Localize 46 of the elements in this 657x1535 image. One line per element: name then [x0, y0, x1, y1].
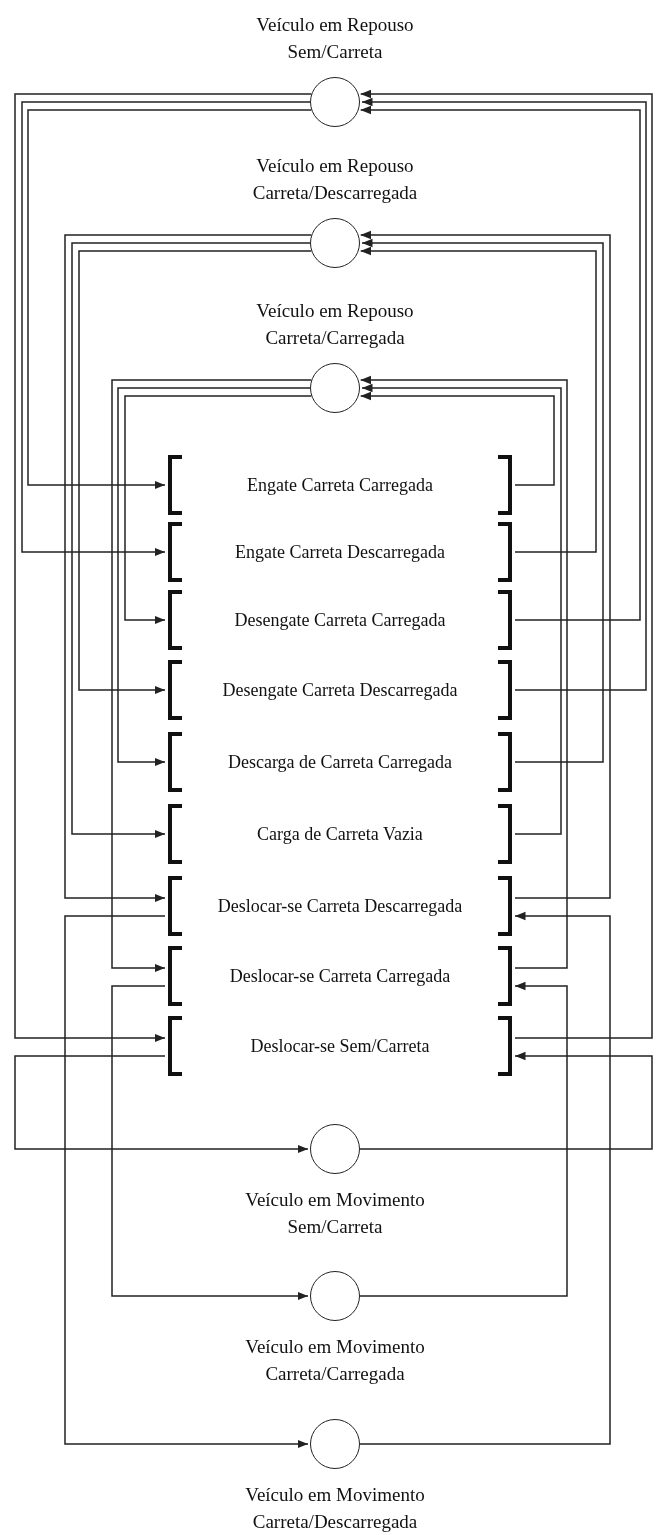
- arrow: [124, 395, 313, 625]
- arrow: [27, 109, 313, 490]
- arrow: [78, 250, 313, 695]
- place-label: Veículo em Repouso Sem/Carreta: [255, 13, 415, 64]
- arrow: [359, 391, 555, 486]
- place-label: Veículo em Movimento Carreta/Carregada: [244, 1335, 426, 1386]
- transition-label: Descarga de Carreta Carregada: [227, 751, 452, 773]
- arrow: [361, 238, 604, 763]
- transition-bracket: [168, 522, 512, 582]
- place-label: Veículo em Repouso Carreta/Descarregada: [251, 154, 419, 205]
- arrow: [359, 89, 653, 1039]
- arrow: [111, 379, 313, 973]
- transition-bracket: [168, 590, 512, 650]
- transition-bracket: [168, 1016, 512, 1076]
- place-label: Veículo em Movimento Carreta/Descarregada: [244, 1483, 426, 1534]
- arrow: [21, 101, 311, 557]
- transition-bracket: [168, 455, 512, 515]
- arrow: [14, 1055, 309, 1154]
- transition-label: Engate Carreta Descarregada: [235, 541, 445, 563]
- transition-bracket: [168, 804, 512, 864]
- arrow: [361, 97, 647, 691]
- arrow: [359, 105, 641, 621]
- transition-bracket: [168, 732, 512, 792]
- arrow: [359, 981, 568, 1297]
- transition-bracket: [168, 946, 512, 1006]
- arrow: [117, 387, 311, 767]
- transition-label: Desengate Carreta Descarregada: [222, 679, 458, 701]
- arrow: [359, 1051, 653, 1150]
- place-label: Veículo em Repouso Carreta/Carregada: [255, 299, 415, 350]
- arrow: [359, 911, 611, 1445]
- transition-bracket: [168, 660, 512, 720]
- arrow: [359, 230, 611, 899]
- transition-label: Deslocar-se Sem/Carreta: [250, 1035, 430, 1057]
- arrow: [361, 383, 562, 835]
- transition-bracket: [168, 876, 512, 936]
- arrow: [14, 93, 313, 1043]
- arrow: [359, 246, 597, 553]
- arrow: [111, 985, 309, 1301]
- transition-label: Carga de Carreta Vazia: [257, 823, 423, 845]
- transition-label: Engate Carreta Carregada: [247, 474, 433, 496]
- place-label: Veículo em Movimento Sem/Carreta: [244, 1188, 426, 1239]
- transition-label: Desengate Carreta Carregada: [234, 609, 446, 631]
- arrow: [359, 375, 568, 969]
- arrow: [64, 915, 309, 1449]
- transition-label: Deslocar-se Carreta Descarregada: [217, 895, 463, 917]
- transition-label: Deslocar-se Carreta Carregada: [229, 965, 451, 987]
